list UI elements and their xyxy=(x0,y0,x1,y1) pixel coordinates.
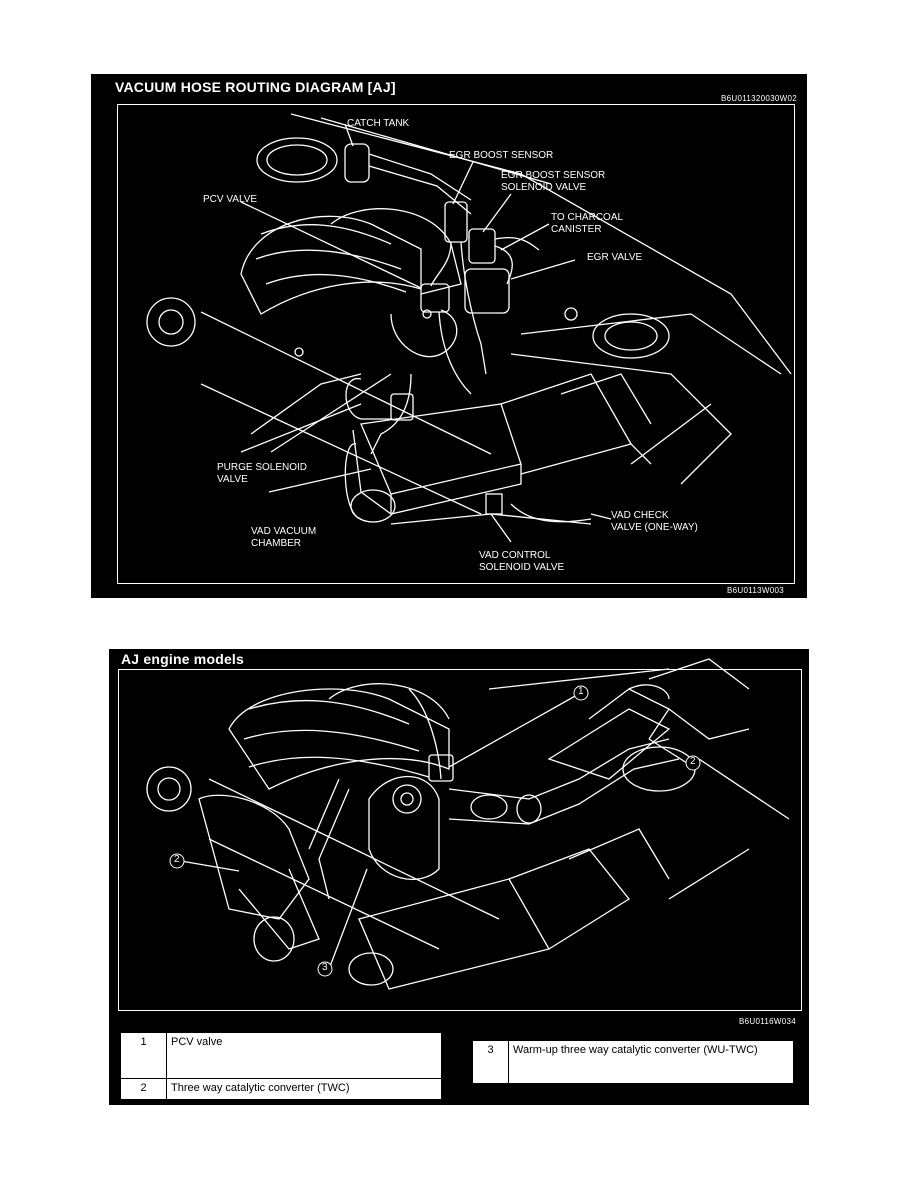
callout-2-right: 2 xyxy=(690,756,696,767)
label-pcv-valve: PCV VALVE xyxy=(203,194,258,205)
egr-boost-sensor-shape xyxy=(444,201,468,243)
label-catch-tank: CATCH TANK xyxy=(347,118,410,129)
panel1-code-top: B6U011320030W02 xyxy=(721,94,797,103)
twc-right xyxy=(547,708,671,780)
legend-num-3: 3 xyxy=(473,1041,509,1083)
twc-left xyxy=(198,794,310,920)
label-vad-vacuum-chamber: VAD VACUUM CHAMBER xyxy=(251,526,317,549)
battery-shape xyxy=(500,373,632,475)
engine-bay-drawing-2 xyxy=(146,658,790,990)
panel2-title: AJ engine models xyxy=(121,651,245,667)
callout-3: 3 xyxy=(322,962,328,973)
egr-solenoid-shape xyxy=(468,228,496,264)
callout-1: 1 xyxy=(578,686,584,697)
pcv-valve-shape-2 xyxy=(428,754,454,782)
legend-text-1: PCV valve xyxy=(167,1033,441,1079)
panel2-frame xyxy=(118,669,802,1011)
label-vad-check-valve: VAD CHECK VALVE (ONE-WAY) xyxy=(611,510,698,533)
legend-text-3: Warm-up three way catalytic converter (W… xyxy=(513,1044,758,1056)
label-egr-boost-sensor-solenoid: EGR BOOST SENSOR SOLENOID VALVE xyxy=(501,170,606,193)
label-purge-solenoid-valve: PURGE SOLENOID VALVE xyxy=(217,462,308,485)
left-cap-circle-2 xyxy=(146,766,192,812)
pcv-valve-shape xyxy=(420,283,450,313)
legend-num-2: 2 xyxy=(121,1079,167,1099)
engine-bay-drawing-1 xyxy=(146,113,792,543)
panel2-code-bottom: B6U0116W034 xyxy=(739,1017,796,1026)
aj-engine-models-panel: AJ engine models B6U0116W034 xyxy=(109,649,809,1105)
plenum xyxy=(330,208,462,295)
label-vad-control-solenoid: VAD CONTROL SOLENOID VALVE xyxy=(479,550,565,573)
legend-table-right: 3 Warm-up three way catalytic converter … xyxy=(473,1041,793,1083)
battery-2 xyxy=(508,848,630,950)
legend-text-2: Three way catalytic converter (TWC) xyxy=(171,1082,350,1094)
right-reservoir xyxy=(592,313,670,359)
exhaust-pipe xyxy=(448,738,670,800)
label-egr-valve: EGR VALVE xyxy=(587,252,643,263)
egr-valve-shape xyxy=(464,268,510,314)
purge-solenoid-shape xyxy=(390,309,458,358)
vad-control-solenoid-shape xyxy=(485,493,503,515)
panel1-title: VACUUM HOSE ROUTING DIAGRAM [AJ] xyxy=(115,79,396,95)
vad-chamber-circle xyxy=(350,489,396,523)
panel1-code-bottom: B6U0113W003 xyxy=(727,586,784,595)
vacuum-hose-diagram-panel: VACUUM HOSE ROUTING DIAGRAM [AJ] B6U0113… xyxy=(91,74,807,598)
intake-manifold-2 xyxy=(228,688,450,790)
air-cleaner-2 xyxy=(358,878,550,990)
legend-table-left: 1 PCV valve 2 Three way catalytic conver… xyxy=(121,1033,441,1099)
wu-twc xyxy=(368,776,440,881)
label-egr-boost-sensor: EGR BOOST SENSOR xyxy=(449,150,554,161)
left-cap-circle xyxy=(146,297,196,347)
reservoir-cap xyxy=(256,137,338,183)
catch-tank-shape xyxy=(344,143,370,183)
panel1-frame xyxy=(117,104,795,584)
air-cleaner-box xyxy=(360,403,522,495)
label-to-charcoal-canister: TO CHARCOAL CANISTER xyxy=(551,212,624,235)
legend-num-1: 1 xyxy=(121,1033,167,1079)
intake-manifold xyxy=(240,215,422,315)
hood-edge-line xyxy=(290,113,792,375)
callout-2-left: 2 xyxy=(174,854,180,865)
